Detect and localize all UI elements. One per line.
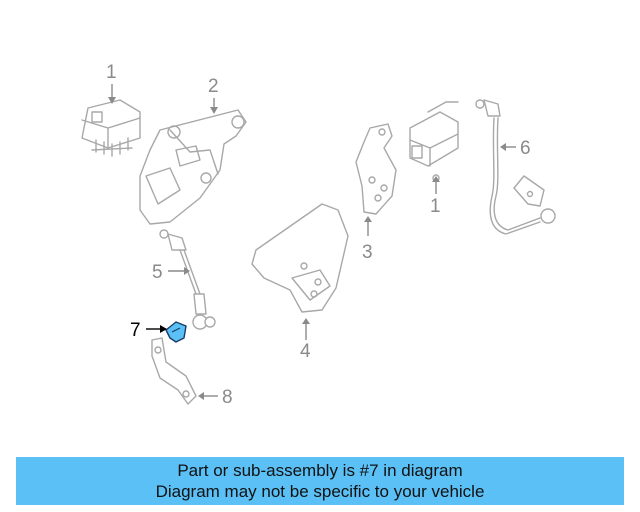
part-3-bracket — [355, 123, 397, 215]
part-2-bracket — [139, 109, 247, 225]
banner-line-part: Part or sub-assembly is #7 in diagram — [177, 461, 463, 480]
callout-7: 7 — [130, 320, 141, 341]
callout-6: 6 — [520, 138, 531, 159]
part-1-sensor-right — [409, 101, 459, 182]
part-5-link-rod — [159, 229, 216, 330]
part-6-link-rod — [475, 99, 556, 235]
callout-8: 8 — [222, 387, 233, 408]
part-1-sensor-left — [81, 99, 141, 157]
banner-line-disclaimer: Diagram may not be specific to your vehi… — [155, 482, 485, 501]
callout-5: 5 — [152, 262, 163, 283]
info-banner: Part or sub-assembly is #7 in diagram Di… — [16, 457, 624, 505]
callout-1-right: 1 — [430, 196, 441, 217]
part-4-shield — [251, 203, 349, 313]
callout-1-left: 1 — [106, 62, 117, 83]
part-7-clip-highlighted — [165, 321, 187, 343]
callout-3: 3 — [362, 242, 373, 263]
parts-diagram: 1 2 5 7 8 — [81, 62, 556, 408]
callout-4: 4 — [300, 341, 311, 362]
callout-2: 2 — [208, 76, 219, 97]
part-8-lower-bracket — [151, 337, 197, 405]
